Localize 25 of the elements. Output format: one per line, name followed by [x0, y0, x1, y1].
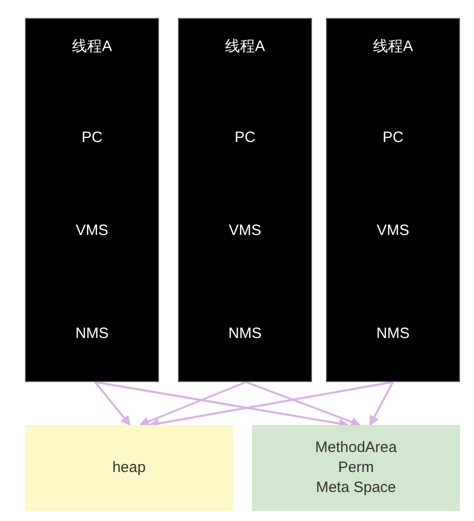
box-label: Perm	[338, 458, 374, 478]
thread-box	[178, 18, 312, 382]
box-label: PC	[80, 129, 104, 146]
memory-area-box	[252, 425, 460, 511]
box-label: PC	[382, 129, 404, 146]
box-label: MethodArea	[315, 438, 397, 458]
box-label: heap	[112, 458, 146, 478]
thread-box	[326, 18, 460, 382]
box-label: VMS	[228, 222, 262, 239]
box-label: VMS	[376, 222, 410, 239]
box-label: 线程A	[372, 37, 414, 56]
box-label: NMS	[74, 325, 110, 342]
box-label: 线程A	[70, 37, 113, 56]
box-label: NMS	[375, 325, 411, 342]
box-label: Meta Space	[316, 478, 396, 498]
arrow	[139, 381, 246, 426]
memory-area-box	[25, 425, 233, 511]
arrow	[94, 381, 131, 426]
box-label: NMS	[227, 325, 263, 342]
arrow	[246, 381, 361, 426]
box-label: 线程A	[224, 37, 266, 56]
thread-box	[25, 18, 159, 382]
box-label: PC	[234, 129, 256, 146]
box-label: VMS	[74, 222, 110, 239]
arrow	[369, 382, 394, 426]
